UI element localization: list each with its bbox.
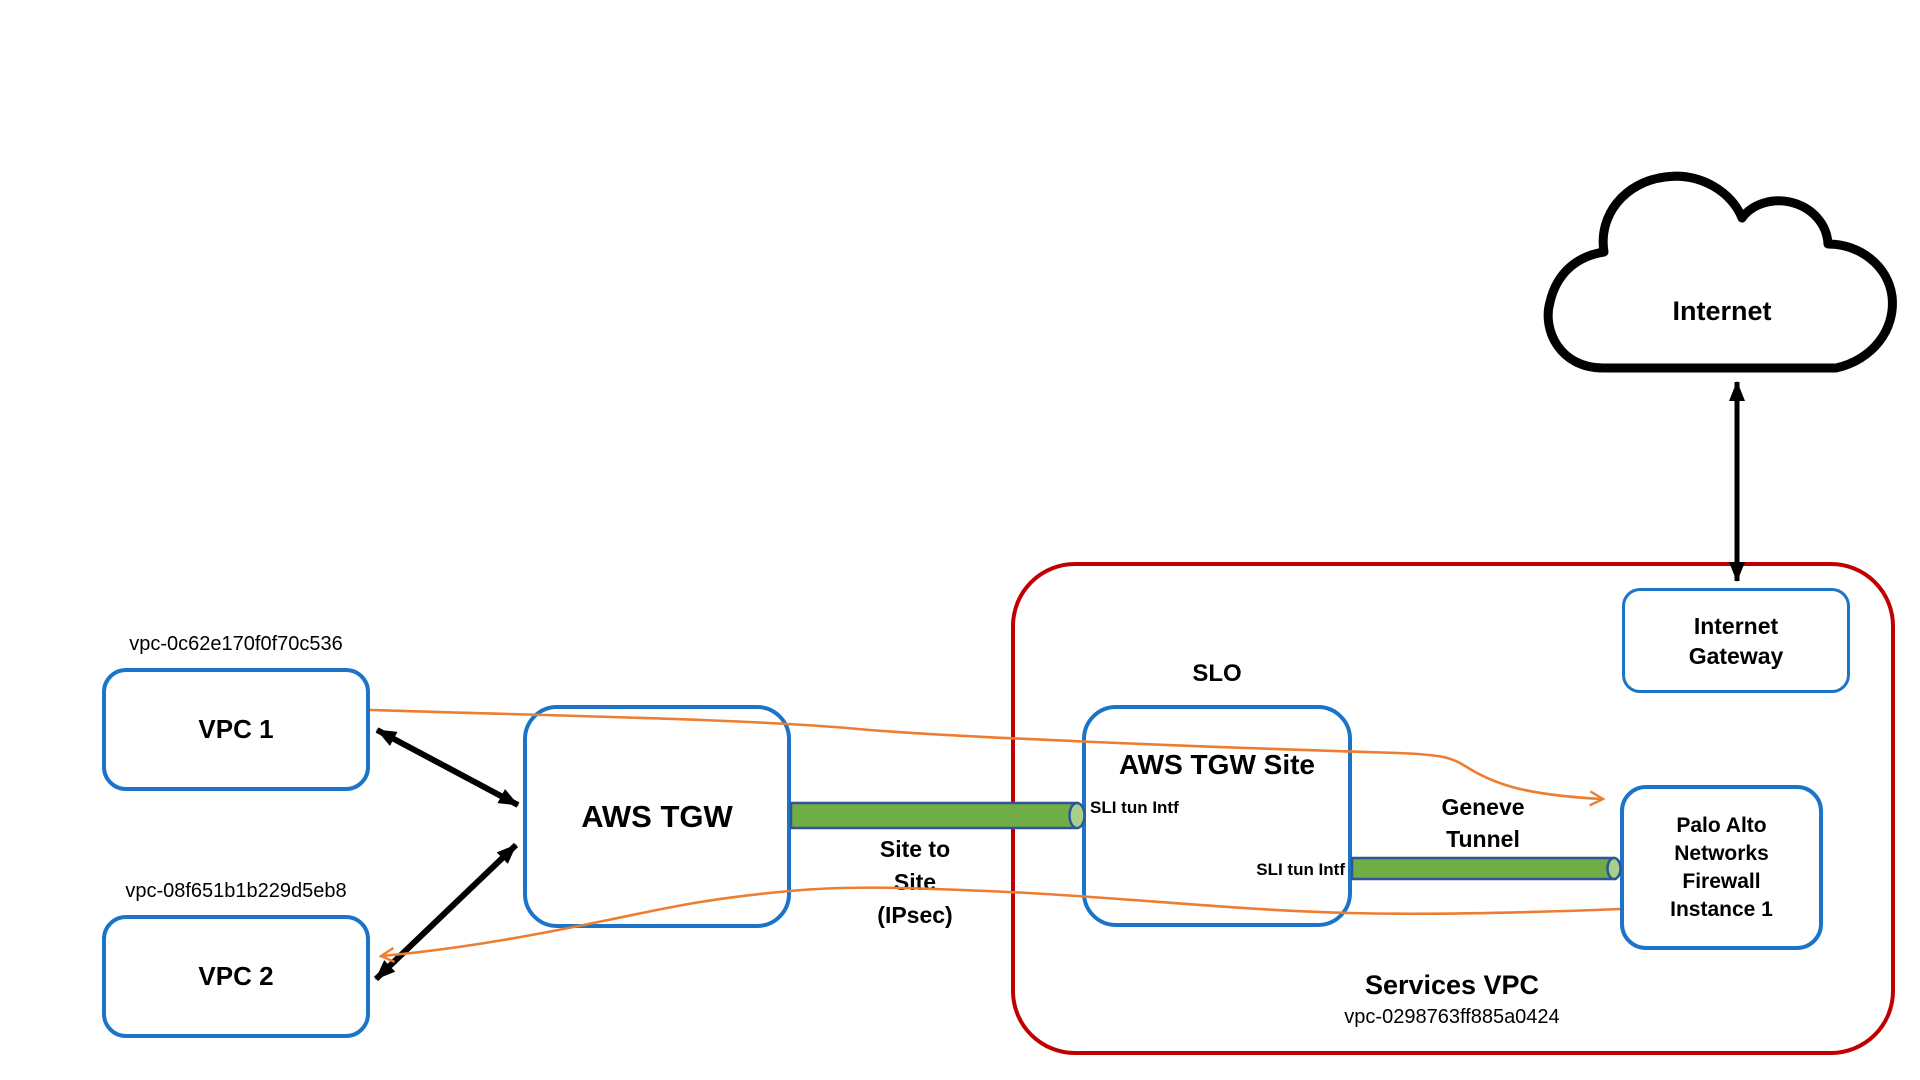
internet-gateway-line1: Internet [1693,612,1779,639]
site-to-site-line1: Site to [879,836,951,862]
internet-label: Internet [1672,296,1772,326]
site-to-site-label: Site to Site (IPsec) [815,833,1015,932]
geneve-tunnel [1350,856,1622,881]
internet-cloud-icon [1543,171,1897,373]
vpc1-firewall-flow-line [369,708,1602,799]
services-vpc-id-label: vpc-0298763ff885a0424 [1344,1006,1560,1028]
vpc1-tgw-arrow [375,727,520,808]
palo-alto-line2: Networks [1674,841,1769,865]
vpc1-label: VPC 1 [198,714,274,744]
aws-tgw-box: AWS TGW [523,705,791,928]
aws-tgw-site-box: AWS TGW Site [1082,705,1352,927]
sli-tun-intf-top-label: SLI tun Intf [1090,798,1179,817]
site-to-site-line3: (IPsec) [877,902,953,928]
site-to-site-line2: Site [893,869,937,895]
site-to-site-tunnel [789,801,1086,830]
firewall-vpc2-flow-line [382,886,1621,956]
geneve-line2: Tunnel [1446,826,1520,852]
aws-tgw-label: AWS TGW [581,798,733,834]
palo-alto-firewall-box: Palo Alto Networks Firewall Instance 1 [1620,785,1823,950]
geneve-tunnel-label: Geneve Tunnel [1383,791,1583,855]
sli-tun-intf-bottom-label: SLI tun Intf [1256,860,1345,879]
vpc2-id-label: vpc-08f651b1b229d5eb8 [125,880,347,902]
palo-alto-line3: Firewall [1682,869,1761,893]
services-vpc-title: Services VPC [1364,970,1540,1000]
geneve-line1: Geneve [1441,794,1525,820]
internet-gateway-box: Internet Gateway [1622,588,1850,693]
vpc2-box: VPC 2 [102,915,370,1038]
slo-label: SLO [1192,660,1242,687]
palo-alto-line4: Instance 1 [1670,897,1773,921]
vpc1-id-label: vpc-0c62e170f0f70c536 [129,633,343,655]
vpc2-tgw-arrow [373,842,519,982]
aws-tgw-site-title: AWS TGW Site [1119,749,1315,780]
vpc2-label: VPC 2 [198,961,274,991]
vpc1-box: VPC 1 [102,668,370,791]
internet-gateway-line2: Gateway [1688,642,1784,669]
palo-alto-line1: Palo Alto [1676,813,1767,837]
